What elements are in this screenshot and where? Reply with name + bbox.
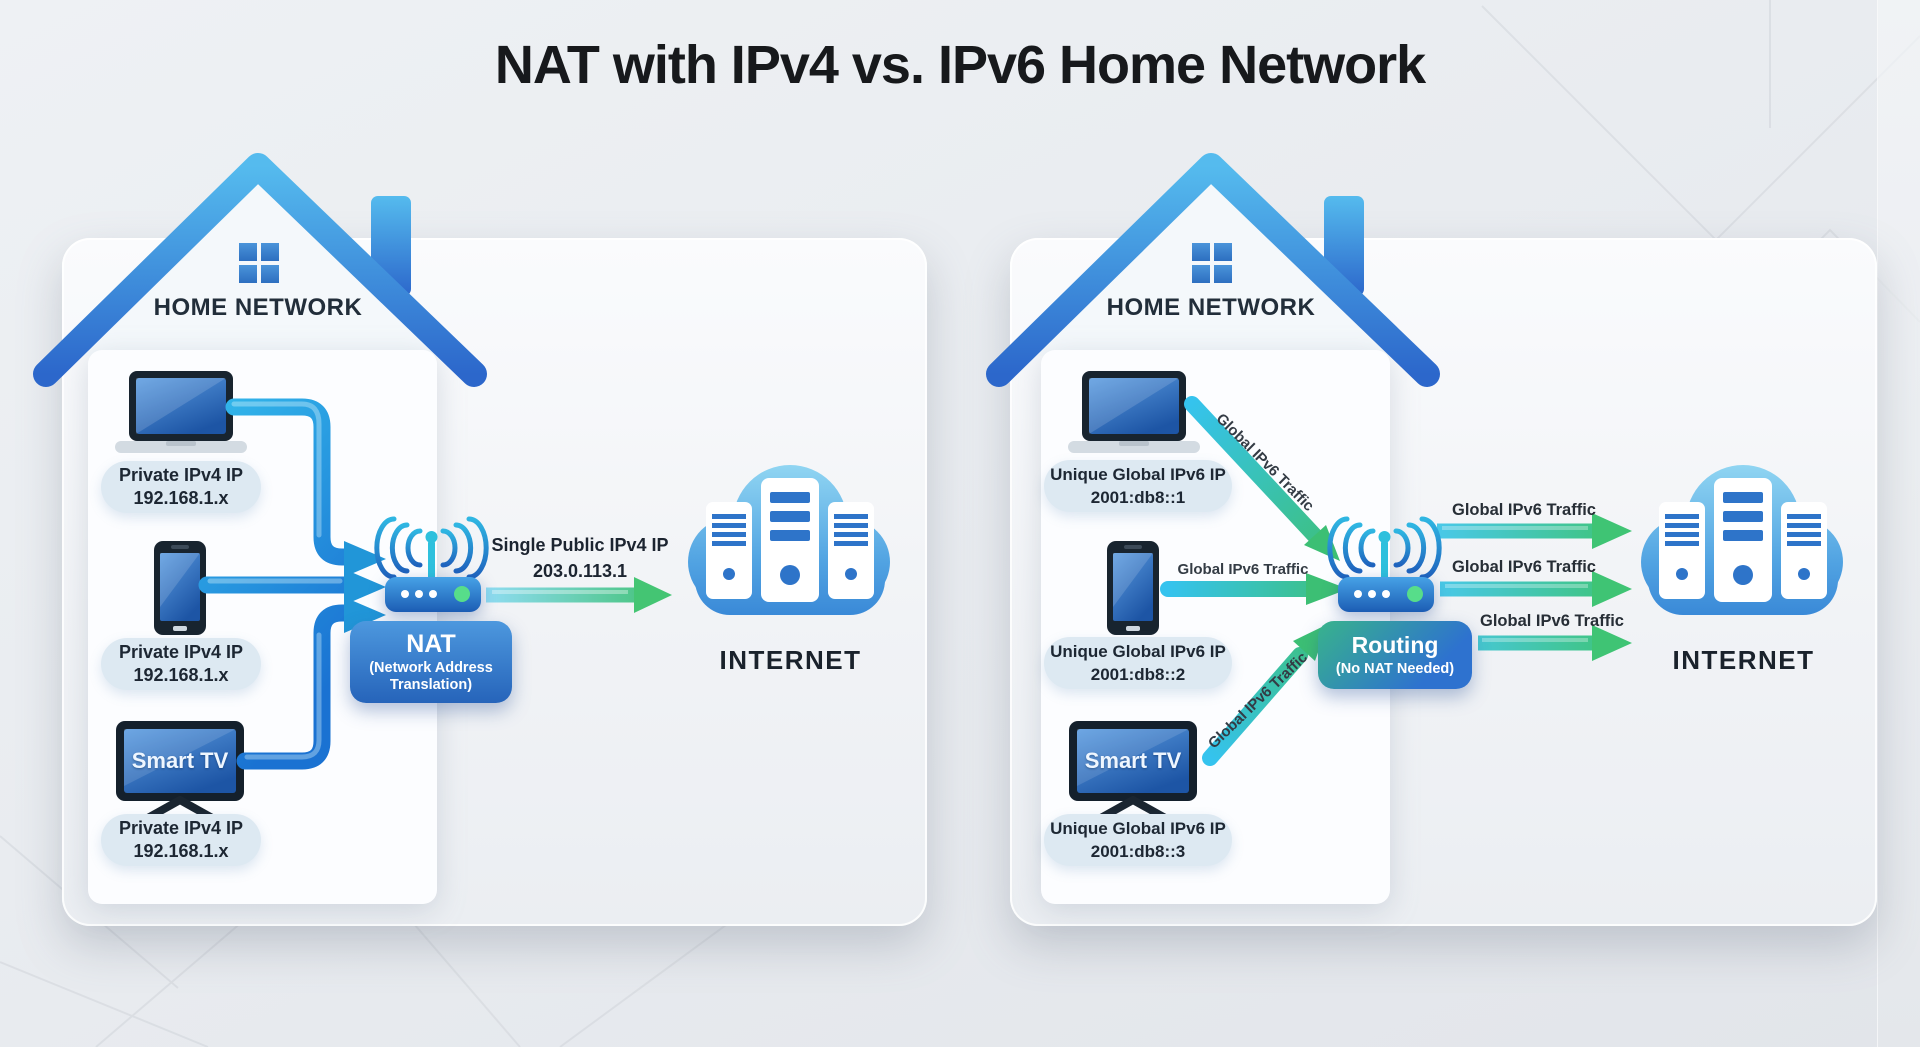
public-ip-label: Single Public IPv4 IP 203.0.113.1 <box>468 532 692 584</box>
ip-label-line1: Unique Global IPv6 IP <box>1050 465 1226 484</box>
ip-label-line1: Private IPv4 IP <box>118 818 244 838</box>
nat-box: NAT (Network Address Translation) <box>350 621 512 703</box>
nat-subtitle: (Network Address Translation) <box>369 659 493 693</box>
public-ip-line2: 203.0.113.1 <box>532 561 628 581</box>
internet-cloud-right <box>1641 465 1843 615</box>
smartphone-icon-right <box>1107 541 1159 635</box>
routing-box: Routing (No NAT Needed) <box>1318 621 1472 689</box>
ip-label-line2: 192.168.1.x <box>133 841 229 861</box>
wan-traffic-label-2: Global IPv6 Traffic <box>1452 558 1596 576</box>
phone-ip-label-left: Private IPv4 IP 192.168.1.x <box>101 638 261 690</box>
router-led-left <box>454 586 470 602</box>
ip-label-line2: 2001:db8::2 <box>1090 665 1186 684</box>
pipe-tv-left <box>236 604 355 770</box>
server-icons-left <box>706 478 874 602</box>
laptop-ip-label-left: Private IPv4 IP 192.168.1.x <box>101 461 261 513</box>
routing-title: Routing <box>1351 632 1439 658</box>
internet-label-left: INTERNET <box>719 645 862 675</box>
traffic-label-phone: Global IPv6 Traffic <box>1177 561 1309 578</box>
arrowhead-phone-left <box>344 569 386 605</box>
ip-label-line1: Unique Global IPv6 IP <box>1050 642 1226 661</box>
lan-pipes-left <box>198 398 386 770</box>
ip-label-line1: Private IPv4 IP <box>118 465 244 485</box>
server-icons-right <box>1659 478 1827 602</box>
tv-ip-label-right: Unique Global IPv6 IP 2001:db8::3 <box>1044 814 1232 866</box>
ip-label-line2: 2001:db8::3 <box>1090 842 1186 861</box>
wifi-waves-right <box>1327 516 1442 580</box>
gable-right <box>1033 180 1390 356</box>
ip-label-line1: Private IPv4 IP <box>118 642 244 662</box>
smart-tv-icon-left <box>116 721 244 823</box>
router-led-right <box>1407 586 1423 602</box>
internet-cloud-left <box>688 465 890 615</box>
internet-label-right: INTERNET <box>1672 645 1815 675</box>
nat-title: NAT <box>406 629 456 658</box>
smart-tv-screen-text-left: Smart TV <box>131 748 229 773</box>
laptop-ip-label-right: Unique Global IPv6 IP 2001:db8::1 <box>1044 460 1232 512</box>
pipe-laptop-left <box>225 398 355 566</box>
roof-right <box>986 153 1440 387</box>
router-icon-left <box>374 516 489 612</box>
smartphone-icon-left <box>154 541 206 635</box>
smart-tv-icon-right <box>1069 721 1197 823</box>
ip-label-line2: 2001:db8::1 <box>1090 488 1186 507</box>
tv-ip-label-left: Private IPv4 IP 192.168.1.x <box>101 814 261 866</box>
home-network-label-right: HOME NETWORK <box>1106 294 1316 321</box>
wan-traffic-label-3: Global IPv6 Traffic <box>1480 612 1624 630</box>
arrow-laptop-right <box>1184 396 1324 545</box>
ipv6-wan-arrows <box>1437 513 1632 661</box>
routing-subtitle: (No NAT Needed) <box>1335 661 1455 677</box>
smart-tv-screen-text-right: Smart TV <box>1084 748 1182 773</box>
page-title: NAT with IPv4 vs. IPv6 Home Network <box>494 35 1426 95</box>
wan-traffic-label-1: Global IPv6 Traffic <box>1452 501 1596 519</box>
roof-left <box>33 153 487 387</box>
laptop-icon-right <box>1068 371 1200 453</box>
window-icon-left <box>239 243 279 283</box>
home-network-label-left: HOME NETWORK <box>153 294 363 321</box>
right-edge-highlight <box>1877 0 1920 1047</box>
arrowhead-laptop-left <box>344 541 386 577</box>
window-icon-right <box>1192 243 1232 283</box>
ip-label-line2: 192.168.1.x <box>133 488 229 508</box>
gable-left <box>80 180 437 356</box>
ip-label-line1: Unique Global IPv6 IP <box>1050 819 1226 838</box>
arrow-tv-right <box>1202 647 1308 766</box>
ip-label-line2: 192.168.1.x <box>133 665 229 685</box>
laptop-icon-left <box>115 371 247 453</box>
phone-ip-label-right: Unique Global IPv6 IP 2001:db8::2 <box>1044 637 1232 689</box>
public-ip-line1: Single Public IPv4 IP <box>491 535 669 555</box>
router-icon-right <box>1327 516 1442 612</box>
wifi-waves-left <box>374 516 489 580</box>
wan-arrow-left <box>486 577 672 613</box>
